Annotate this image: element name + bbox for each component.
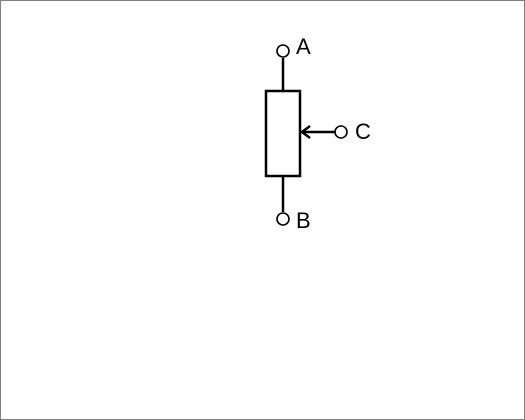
terminal-b-circle: [276, 212, 290, 226]
terminal-c-circle: [334, 125, 348, 139]
terminal-a-circle: [276, 44, 290, 58]
terminal-c-label: C: [355, 119, 371, 144]
wiper-arrowhead: [299, 125, 311, 139]
terminal-b-label: B: [296, 208, 311, 233]
resistor-body: [264, 89, 302, 178]
terminal-a-label: A: [296, 34, 311, 59]
